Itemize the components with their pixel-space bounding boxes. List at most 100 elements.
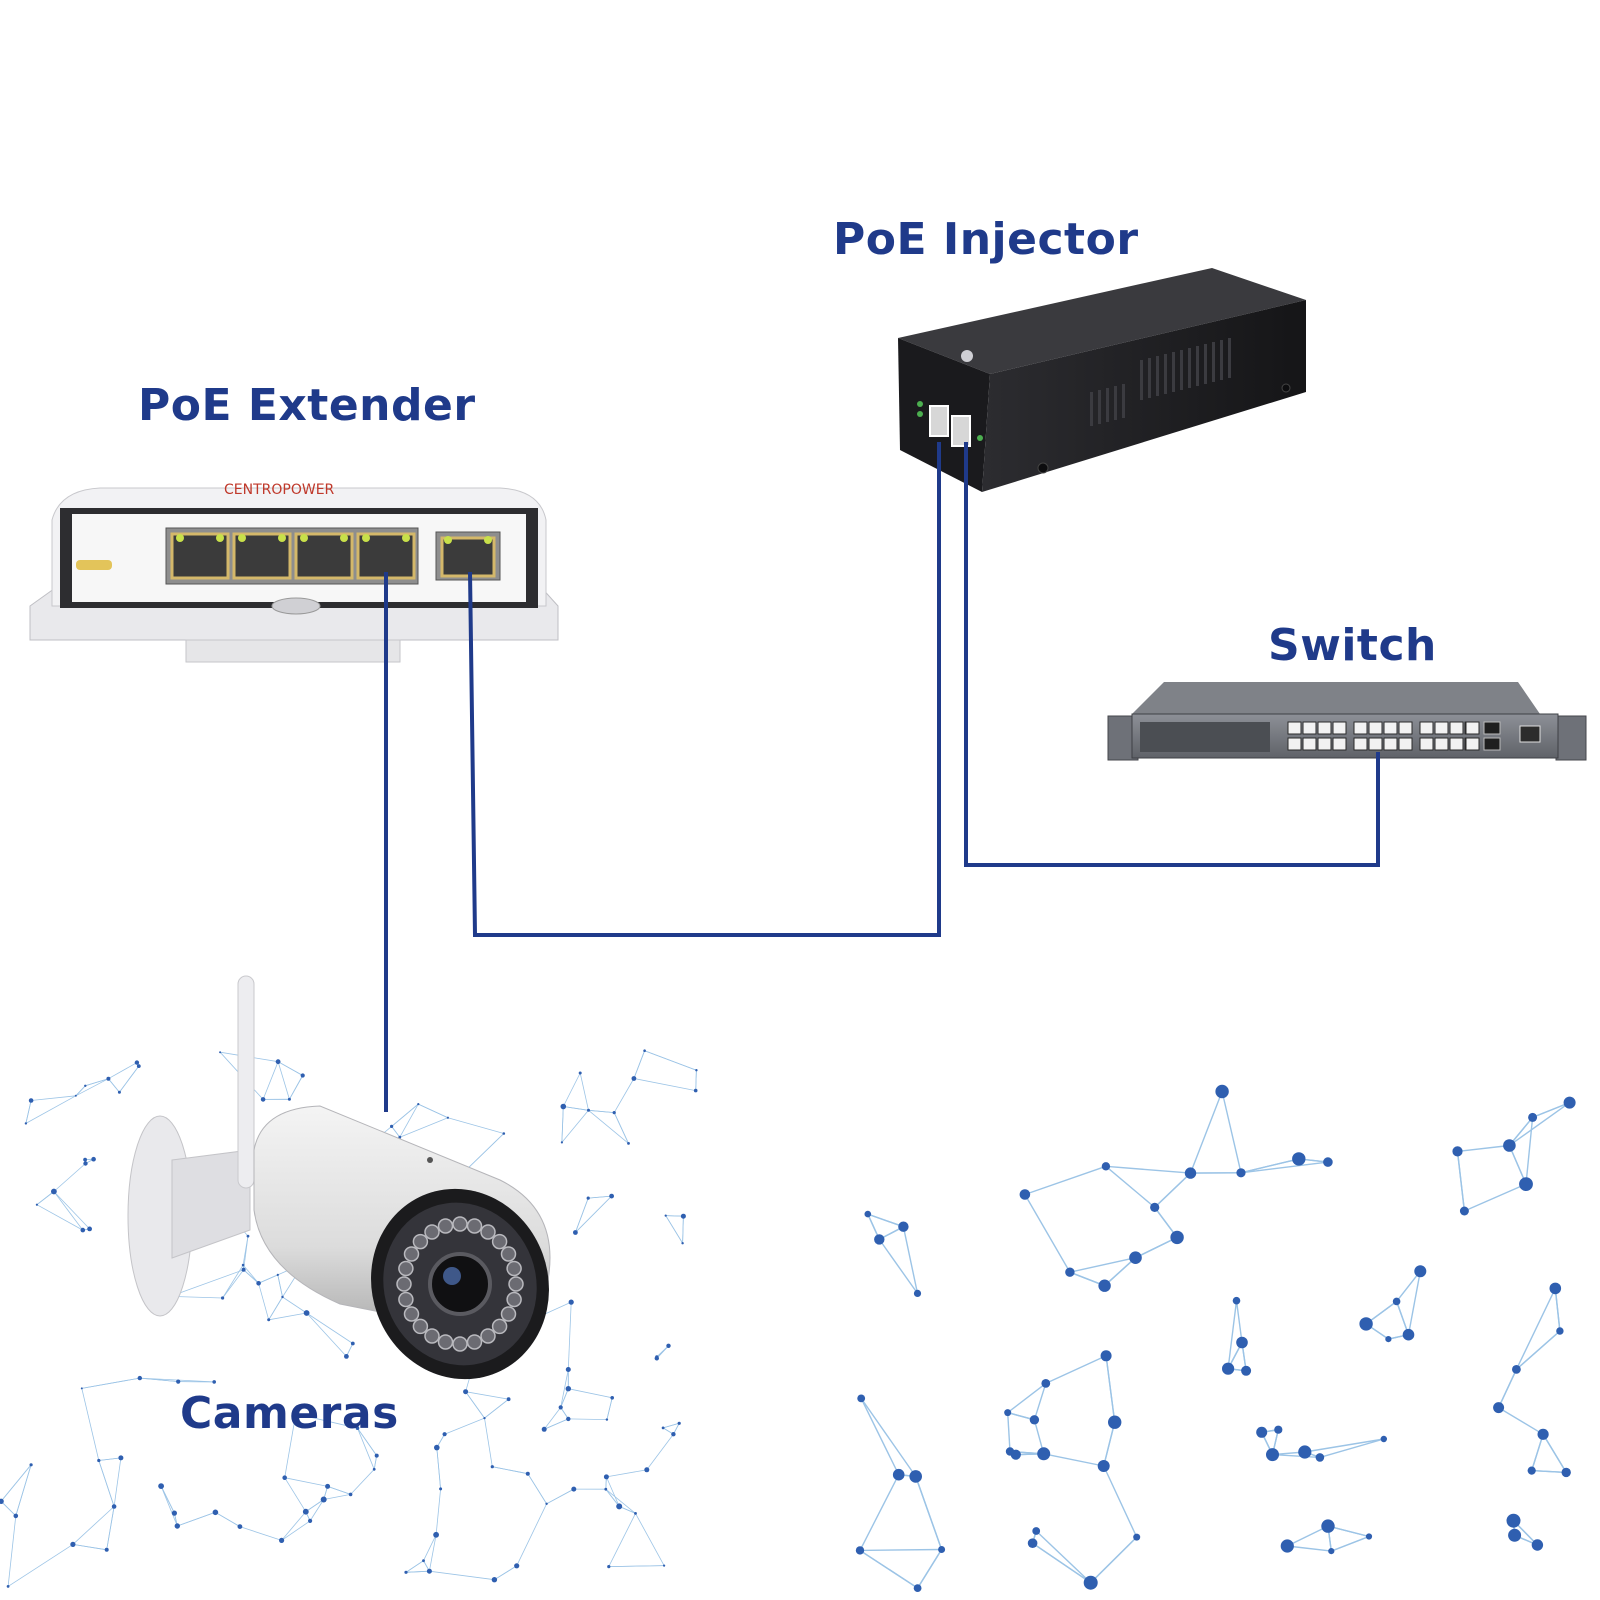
network-link (1007, 1382, 1047, 1414)
camera-ir-led (452, 1336, 468, 1352)
switch-rj45-port[interactable] (1449, 721, 1464, 735)
network-node (644, 1467, 650, 1473)
network-link (423, 1534, 437, 1561)
network-link (305, 1499, 324, 1513)
network-link (606, 1476, 620, 1507)
camera-ir-led (508, 1276, 524, 1292)
network-link (1221, 1091, 1242, 1173)
network-link (72, 1544, 107, 1551)
extender-port-uplink[interactable] (440, 536, 496, 578)
network-node (671, 1432, 676, 1437)
network-link (108, 1062, 138, 1080)
network-node (913, 1289, 922, 1297)
switch-rj45-port[interactable] (1368, 721, 1383, 735)
network-node (1385, 1336, 1392, 1343)
network-link (1189, 1091, 1223, 1174)
network-node (13, 1513, 19, 1519)
switch-rj45-port[interactable] (1398, 721, 1413, 735)
injector-port-poe-out[interactable] (951, 415, 971, 447)
network-node (176, 1379, 181, 1384)
switch-rj45-port[interactable] (1353, 737, 1368, 751)
network-link (1045, 1355, 1107, 1385)
network-node (241, 1267, 246, 1272)
network-link (1531, 1434, 1544, 1471)
switch-rj45-port[interactable] (1302, 721, 1317, 735)
switch-console-port[interactable] (1519, 725, 1541, 743)
switch-rj45-port[interactable] (1317, 721, 1332, 735)
network-link (327, 1486, 351, 1495)
network-node (587, 1108, 590, 1112)
switch-rj45-port[interactable] (1383, 721, 1398, 735)
switch-rj45-port[interactable] (1383, 737, 1398, 751)
network-node (439, 1487, 443, 1491)
network-node (1556, 1327, 1564, 1335)
network-link (222, 1264, 244, 1299)
switch-rj45-port[interactable] (1449, 737, 1464, 751)
network-node (898, 1221, 909, 1232)
switch-rj45-port[interactable] (1368, 737, 1383, 751)
injector-led-icon (917, 401, 923, 407)
network-node (433, 1531, 439, 1538)
network-link (1498, 1406, 1544, 1435)
network-node (1222, 1362, 1235, 1375)
switch-rj45-port[interactable] (1398, 737, 1413, 751)
network-link (635, 1513, 665, 1566)
network-link (682, 1216, 684, 1244)
switch-rj45-port[interactable] (1317, 737, 1332, 751)
network-link (222, 1269, 244, 1299)
camera-ir-led (491, 1233, 508, 1250)
network-node (417, 1103, 420, 1106)
network-node (24, 1122, 28, 1125)
network-node (502, 1132, 506, 1135)
network-link (391, 1103, 419, 1127)
network-link (435, 1488, 441, 1535)
network-link (568, 1388, 613, 1399)
network-node (1236, 1168, 1246, 1178)
switch-rj45-port[interactable] (1434, 737, 1449, 751)
network-node (0, 1498, 4, 1504)
switch-rj45-port[interactable] (1465, 721, 1480, 735)
network-node (1506, 1513, 1521, 1528)
network-node (171, 1510, 177, 1516)
camera-ir-led (500, 1306, 517, 1322)
switch-rj45-port[interactable] (1332, 721, 1347, 735)
switch-rj45-port[interactable] (1287, 737, 1302, 751)
network-node (241, 1263, 245, 1267)
switch-rj45-port[interactable] (1465, 737, 1480, 751)
network-link (605, 1488, 620, 1507)
network-node (80, 1387, 83, 1390)
network-link (575, 1195, 612, 1233)
network-link (357, 1427, 378, 1456)
network-node (1108, 1415, 1122, 1429)
switch-rj45-port[interactable] (1434, 721, 1449, 735)
switch-rj45-port[interactable] (1332, 737, 1347, 751)
network-link (494, 1565, 517, 1581)
switch-rj45-port[interactable] (1419, 721, 1434, 735)
network-link (119, 1065, 140, 1093)
network-node (654, 1356, 659, 1361)
switch-sfp-port[interactable] (1483, 737, 1501, 751)
injector-port-data-in[interactable] (929, 405, 949, 437)
network-link (53, 1191, 90, 1230)
camera-ir-led (403, 1246, 420, 1262)
network-link (391, 1126, 401, 1138)
network-link (1331, 1535, 1370, 1552)
network-node (857, 1394, 866, 1403)
network-node (605, 1418, 609, 1421)
switch-rj45-port[interactable] (1419, 737, 1434, 751)
network-node (118, 1455, 124, 1461)
network-node (80, 1227, 86, 1233)
network-node (1392, 1297, 1401, 1306)
network-link (284, 1477, 307, 1512)
switch-sfp-port[interactable] (1483, 721, 1501, 735)
network-node (631, 1076, 637, 1081)
switch-rj45-port[interactable] (1287, 721, 1302, 735)
network-node (325, 1483, 331, 1489)
switch-rj45-port[interactable] (1353, 721, 1368, 735)
network-link (544, 1418, 569, 1430)
network-link (160, 1485, 175, 1514)
network-link (243, 1269, 259, 1284)
network-node (1459, 1206, 1469, 1216)
camera-ir-led (412, 1318, 429, 1335)
switch-rj45-port[interactable] (1302, 737, 1317, 751)
